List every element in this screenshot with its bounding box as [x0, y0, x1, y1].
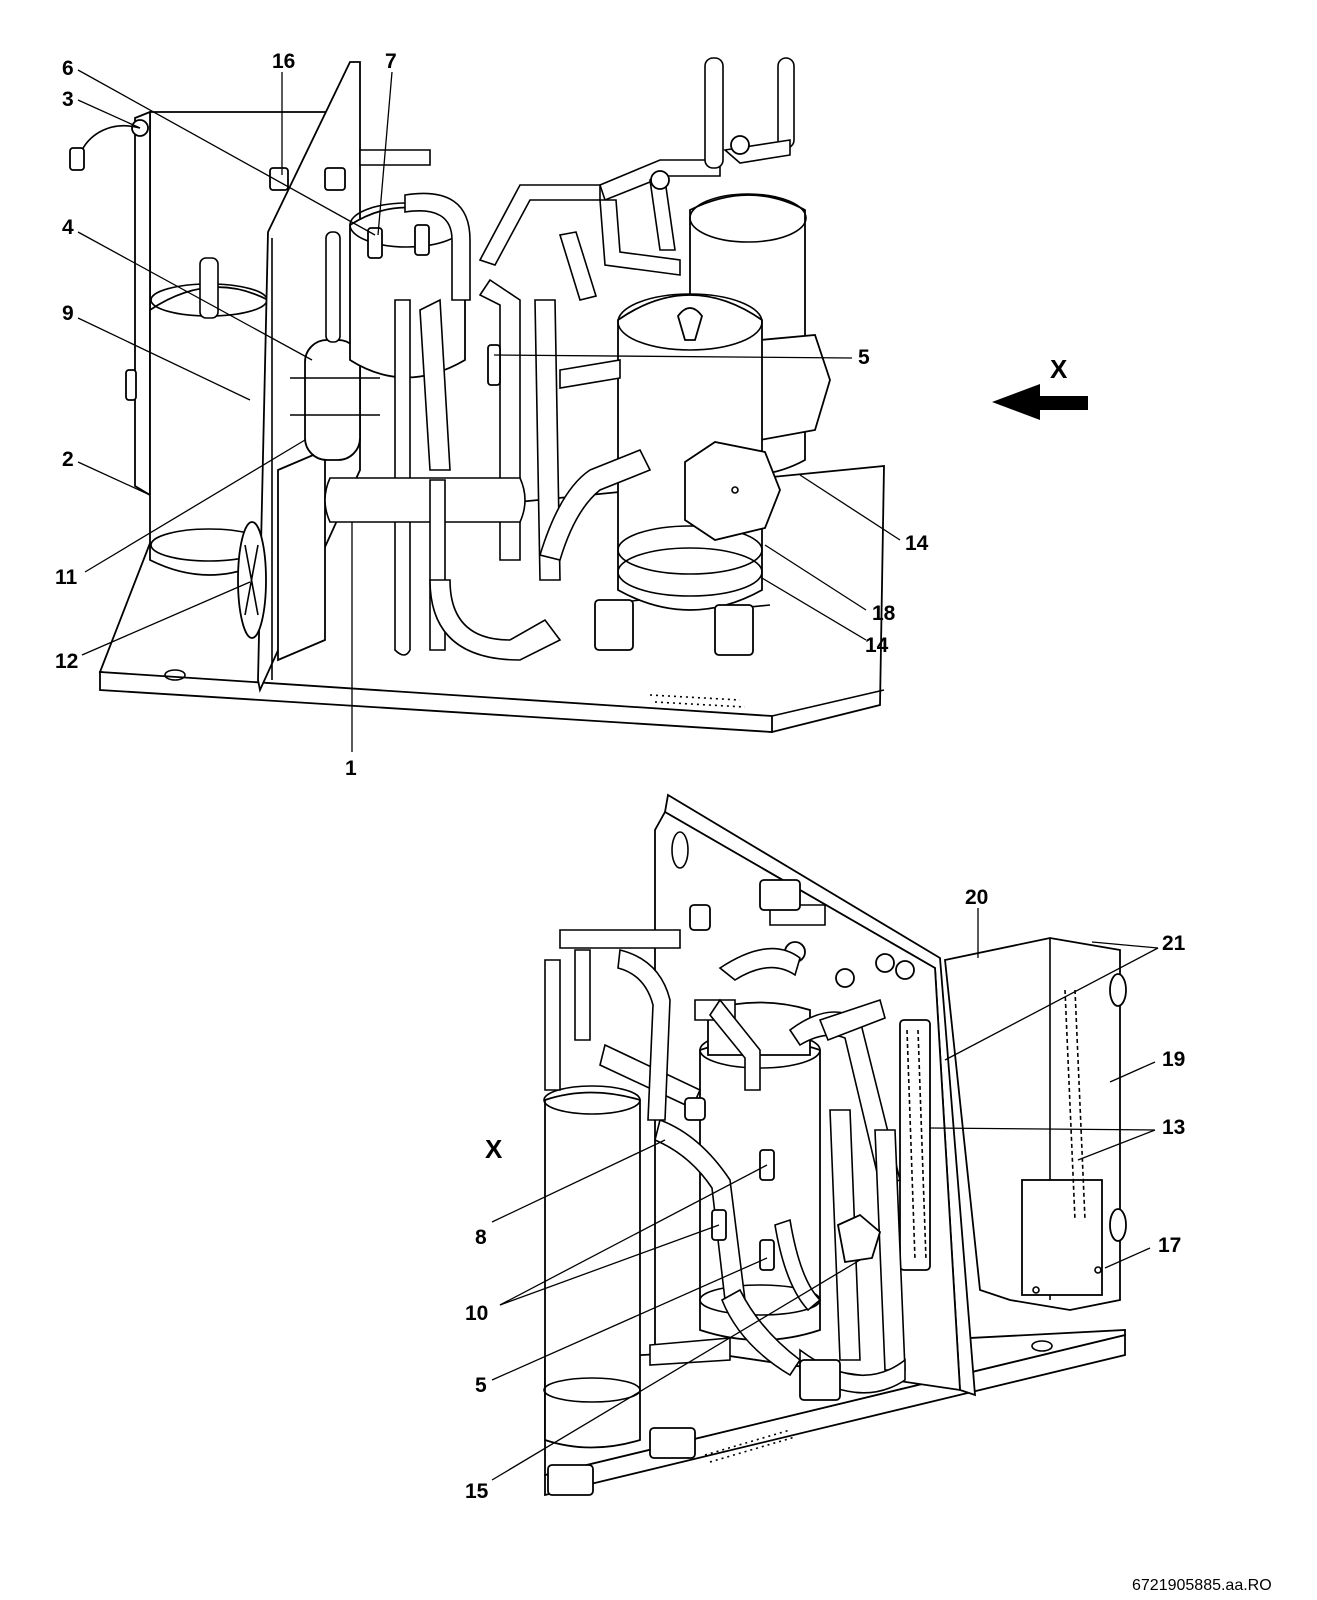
callout-14-upper: 14 — [905, 532, 929, 555]
callout-17: 17 — [1158, 1234, 1181, 1257]
callout-19: 19 — [1162, 1048, 1185, 1071]
feet-bottom — [547, 1427, 696, 1496]
callout-20: 20 — [965, 886, 988, 909]
compressor-bottom-left — [543, 1085, 641, 1449]
leader-lines-bottom — [491, 908, 1159, 1481]
callout-10: 10 — [465, 1302, 488, 1325]
plate-heat-exchanger — [944, 937, 1127, 1311]
drawing-reference-code: 6721905885.aa.RO — [1132, 1577, 1272, 1594]
plate-pattern — [1064, 989, 1086, 1221]
view-label-x-top: X — [1050, 354, 1068, 384]
fan-12 — [237, 448, 326, 662]
callout-7: 7 — [385, 50, 397, 73]
leader-lines-top — [77, 69, 901, 752]
callout-16: 16 — [272, 50, 295, 73]
callouts-top: 16 7 6 3 4 9 2 11 12 1 5 14 18 14 X — [55, 50, 1068, 780]
callout-15: 15 — [465, 1480, 489, 1503]
top-view-drawing: 16 7 6 3 4 9 2 11 12 1 5 14 18 14 X — [55, 50, 1088, 780]
compressor-front — [594, 293, 781, 656]
callouts-bottom: 20 21 19 13 17 8 10 5 15 X — [465, 886, 1186, 1503]
vent-holes-bottom — [704, 1429, 796, 1463]
callout-1: 1 — [345, 757, 357, 780]
callout-9: 9 — [62, 302, 74, 325]
callout-3: 3 — [62, 88, 74, 111]
valves-top — [269, 167, 501, 386]
callout-21: 21 — [1162, 932, 1186, 955]
oil-separator — [290, 231, 380, 461]
bottom-view-drawing: 20 21 19 13 17 8 10 5 15 X — [465, 793, 1186, 1503]
callout-11: 11 — [55, 566, 78, 589]
callout-6: 6 — [62, 57, 74, 80]
callout-13: 13 — [1162, 1116, 1185, 1139]
sight-strip — [899, 1019, 931, 1271]
callout-12: 12 — [55, 650, 78, 673]
callout-4: 4 — [62, 216, 74, 239]
callout-2: 2 — [62, 448, 74, 471]
piping-top — [324, 57, 795, 661]
callout-5: 5 — [858, 346, 870, 369]
callout-8: 8 — [475, 1226, 487, 1249]
view-label-x-bottom: X — [485, 1134, 503, 1164]
callout-5-bottom: 5 — [475, 1374, 487, 1397]
callout-18: 18 — [872, 602, 896, 625]
view-direction-arrow — [992, 384, 1088, 420]
callout-14-lower: 14 — [865, 634, 889, 657]
